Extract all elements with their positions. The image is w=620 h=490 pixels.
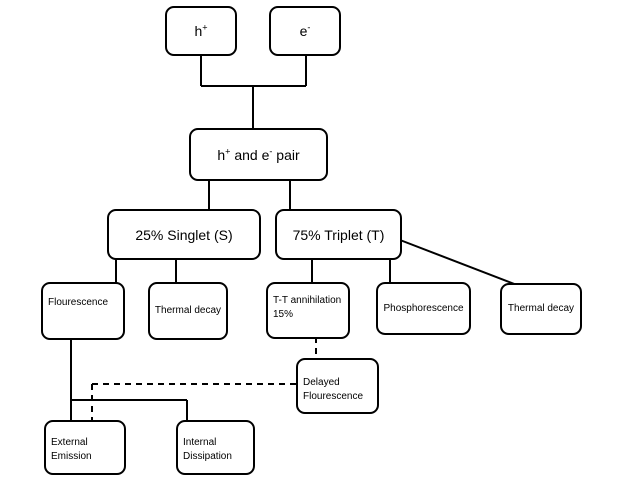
thermal-decay-singlet-label: Thermal decay bbox=[154, 305, 222, 317]
electron-label: e- bbox=[299, 22, 311, 39]
node-thermal-decay-singlet: Thermal decay bbox=[148, 282, 228, 340]
external-emission-label: External Emission bbox=[51, 437, 92, 462]
node-triplet: 75% Triplet (T) bbox=[275, 209, 402, 260]
connector-triplet-to-thermal bbox=[399, 239, 531, 291]
node-tt-annihilation: T-T annihilation 15% bbox=[266, 282, 350, 339]
internal-dissipation-label: Internal Dissipation bbox=[183, 437, 232, 462]
tt-annihilation-label: T-T annihilation 15% bbox=[273, 295, 342, 320]
phosphorescence-label: Phosphorescence bbox=[383, 302, 464, 314]
delayed-fluorescence-label: Delayed Flourescence bbox=[303, 377, 364, 402]
node-hole: h+ bbox=[165, 6, 237, 56]
triplet-label: 75% Triplet (T) bbox=[292, 226, 385, 243]
fluorescence-label: Flourescence bbox=[48, 297, 109, 308]
singlet-label: 25% Singlet (S) bbox=[135, 226, 233, 243]
node-electron: e- bbox=[269, 6, 341, 56]
hole-label: h+ bbox=[194, 22, 208, 39]
node-fluorescence: Flourescence bbox=[41, 282, 125, 340]
thermal-decay-triplet-label: Thermal decay bbox=[507, 303, 575, 315]
pair-label: h+ and e- pair bbox=[217, 145, 300, 163]
node-phosphorescence: Phosphorescence bbox=[376, 282, 471, 335]
node-hole-electron-pair: h+ and e- pair bbox=[189, 128, 328, 181]
node-internal-dissipation: Internal Dissipation bbox=[176, 420, 255, 475]
node-external-emission: External Emission bbox=[44, 420, 126, 475]
node-thermal-decay-triplet: Thermal decay bbox=[500, 283, 582, 335]
node-singlet: 25% Singlet (S) bbox=[107, 209, 261, 260]
node-delayed-fluorescence: Delayed Flourescence bbox=[296, 358, 379, 414]
